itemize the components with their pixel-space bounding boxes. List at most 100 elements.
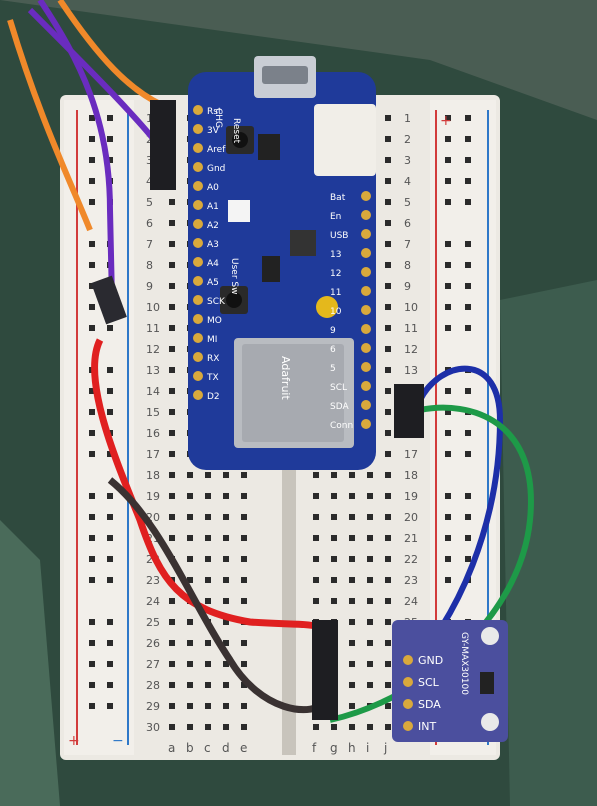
breadboard-hole (241, 556, 247, 562)
breadboard-hole (385, 178, 391, 184)
pin-pad (193, 219, 203, 229)
pin-pad (193, 390, 203, 400)
rail-hole (89, 661, 95, 667)
breadboard-hole (241, 514, 247, 520)
row-label: 18 (146, 469, 160, 482)
breadboard-hole (169, 619, 175, 625)
pin-label: En (330, 212, 341, 222)
pin-label: USB (330, 231, 348, 241)
rail-hole (107, 367, 113, 373)
breadboard-hole (241, 661, 247, 667)
sensor-pin-pad (403, 677, 413, 687)
rail-hole (445, 262, 451, 268)
rail-hole (445, 577, 451, 583)
breadboard-hole (367, 556, 373, 562)
row-label: 24 (404, 595, 418, 608)
rail-hole (89, 178, 95, 184)
row-label: 13 (146, 364, 160, 377)
breadboard-hole (169, 598, 175, 604)
breadboard-hole (205, 724, 211, 730)
pin-pad (193, 105, 203, 115)
adafruit-brand-label: Adafruit (279, 356, 292, 400)
breadboard-hole (223, 577, 229, 583)
breadboard-hole (313, 556, 319, 562)
breadboard-hole (385, 346, 391, 352)
breadboard-hole (223, 535, 229, 541)
breadboard-hole (385, 703, 391, 709)
breadboard-hole (385, 514, 391, 520)
pin-pad (193, 238, 203, 248)
pin-label: SCK (207, 297, 226, 307)
rail-hole (107, 493, 113, 499)
orange-wire-top (57, 0, 164, 108)
breadboard-hole (187, 514, 193, 520)
reset-button-cap (232, 132, 248, 148)
rail-hole (445, 178, 451, 184)
pin-pad (361, 191, 371, 201)
rail-hole (89, 703, 95, 709)
rail-hole (89, 514, 95, 520)
breadboard-hole (385, 220, 391, 226)
pin-label: A2 (207, 221, 219, 231)
regulator-chip (258, 134, 280, 160)
breadboard-hole (331, 724, 337, 730)
rail-hole (107, 640, 113, 646)
rail-hole (107, 619, 113, 625)
breadboard-hole (349, 535, 355, 541)
breadboard-hole (187, 493, 193, 499)
jumper-connector-left (91, 275, 127, 325)
breadboard-hole (205, 514, 211, 520)
rail-hole (89, 640, 95, 646)
jumper-connector-right (394, 384, 424, 438)
rail-hole (445, 430, 451, 436)
row-label: 9 (146, 280, 153, 293)
reset-label: Reset (231, 118, 241, 144)
pin-pad (361, 419, 371, 429)
row-label: 11 (146, 322, 160, 335)
pin-pad (361, 248, 371, 258)
rail-hole (107, 157, 113, 163)
pin-label: A5 (207, 278, 219, 288)
breadboard-hole (349, 682, 355, 688)
breadboard-hole (169, 682, 175, 688)
breadboard-hole (385, 388, 391, 394)
rail-hole (445, 304, 451, 310)
breadboard-hole (187, 619, 193, 625)
rail-hole (89, 535, 95, 541)
adafruit-feather-board: Adafruit CHG Reset User Sw Rst3VArefGndA… (188, 56, 376, 470)
row-label: 1 (404, 112, 411, 125)
black-wire (107, 477, 333, 714)
rail-hole (89, 388, 95, 394)
breadboard-hole (385, 598, 391, 604)
rail-hole (445, 199, 451, 205)
rail-hole (89, 430, 95, 436)
breadboard-hole (385, 241, 391, 247)
row-label: 23 (404, 574, 418, 587)
rail-hole (465, 535, 471, 541)
breadboard-hole (385, 640, 391, 646)
battery-connector (314, 104, 376, 176)
breadboard-hole (169, 220, 175, 226)
breadboard-hole (349, 598, 355, 604)
mounting-hole-top (481, 627, 499, 645)
pin-label: 3V (207, 126, 220, 136)
rail-hole (107, 409, 113, 415)
row-label: 22 (404, 553, 418, 566)
breadboard-hole (241, 472, 247, 478)
row-label: 16 (146, 427, 160, 440)
rail-hole (465, 136, 471, 142)
breadboard-hole (187, 577, 193, 583)
row-label: 2 (404, 133, 411, 146)
pin-label: A1 (207, 202, 219, 212)
usb-port-inner (262, 66, 308, 84)
sensor-pin-pad (403, 655, 413, 665)
rail-hole (107, 535, 113, 541)
rail-hole (107, 388, 113, 394)
breadboard-hole (313, 493, 319, 499)
row-label: 3 (146, 154, 153, 167)
breadboard-hole (385, 136, 391, 142)
breadboard-hole (385, 409, 391, 415)
breadboard-hole (385, 577, 391, 583)
pin-pad (361, 343, 371, 353)
